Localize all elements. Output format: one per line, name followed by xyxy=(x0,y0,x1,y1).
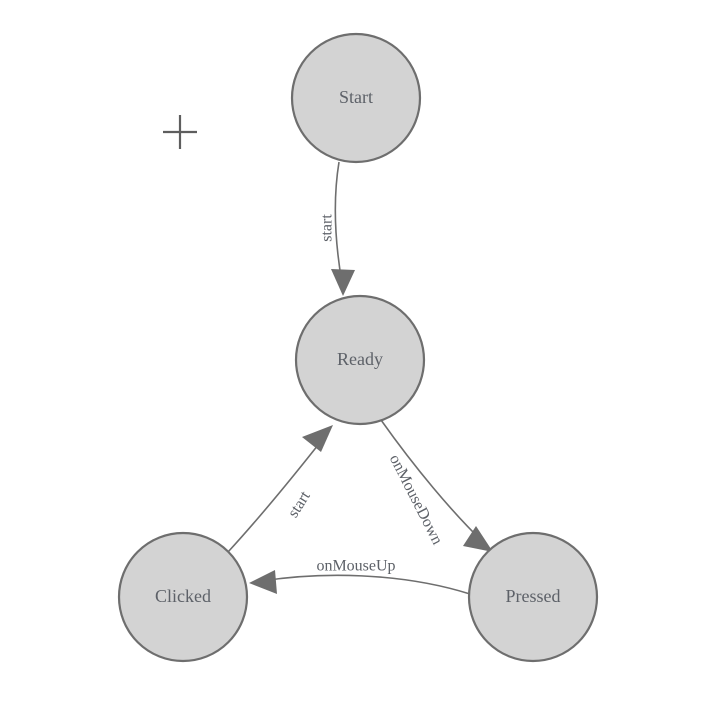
edge-label-start-to-ready: start xyxy=(319,214,336,242)
node-pressed[interactable]: Pressed xyxy=(467,531,599,663)
node-ready-circle[interactable] xyxy=(294,294,426,426)
node-clicked[interactable]: Clicked xyxy=(117,531,249,663)
arrow-head-pressed-topleft xyxy=(463,526,493,552)
edge-line-clicked-to-ready[interactable] xyxy=(227,439,323,553)
edge-line-pressed-to-clicked[interactable] xyxy=(261,574,471,595)
node-start-circle[interactable] xyxy=(290,32,422,164)
arrow-head-ready-top xyxy=(331,269,355,296)
edge-label-pressed-to-clicked: onMouseUp xyxy=(316,558,395,575)
node-start[interactable]: Start xyxy=(290,32,422,164)
edge-clicked-to-ready[interactable]: start xyxy=(227,425,333,553)
node-start-label: Start xyxy=(339,87,373,107)
node-ready-label: Ready xyxy=(337,349,383,369)
node-ready[interactable]: Ready xyxy=(294,294,426,426)
node-clicked-circle[interactable] xyxy=(117,531,249,663)
crosshair-cursor-icon xyxy=(163,115,197,149)
node-pressed-circle[interactable] xyxy=(467,531,599,663)
edge-label-clicked-to-ready: start xyxy=(285,488,314,521)
edge-ready-to-pressed[interactable]: onMouseDown xyxy=(380,419,493,552)
edge-pressed-to-clicked[interactable]: onMouseUp xyxy=(249,558,471,595)
edge-start-to-ready[interactable]: start xyxy=(319,161,355,296)
arrow-head-clicked-right xyxy=(249,570,277,594)
node-clicked-label: Clicked xyxy=(155,586,211,606)
arrow-head-ready-bottomleft xyxy=(302,425,333,452)
edge-line-start-to-ready[interactable] xyxy=(334,161,343,284)
node-pressed-label: Pressed xyxy=(506,586,561,606)
